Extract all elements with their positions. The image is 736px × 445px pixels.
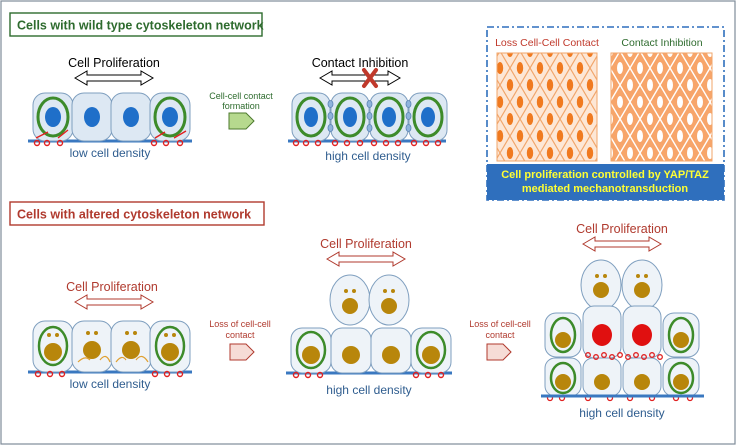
nucleus — [45, 107, 61, 127]
wt-proliferation-label: Cell Proliferation — [68, 56, 160, 70]
pentagon-arrow-icon — [229, 343, 255, 361]
inset-panel: Loss Cell-Cell Contact Contact Inhibitio… — [486, 26, 725, 201]
altered-high-density-label-1: high cell density — [326, 383, 411, 397]
nucleus — [84, 107, 100, 127]
double-arrow-icon — [74, 294, 154, 310]
focal-adhesions — [33, 129, 187, 147]
altered-transition-label-1: Loss of cell-cell — [209, 319, 271, 329]
altered-section-frame — [9, 201, 265, 226]
altered-proliferation-label-1: Cell Proliferation — [66, 280, 158, 294]
wt-section-frame — [9, 12, 263, 37]
altered-transition-1: Loss of cell-cell contact — [209, 319, 271, 361]
altered-transition-label-2: contact — [225, 330, 255, 340]
inset-caption-line1: Cell proliferation controlled by YAP/TAZ — [501, 169, 709, 181]
wt-section-heading: Cells with wild type cytoskeleton networ… — [17, 19, 264, 33]
cytoskeleton-ring — [153, 96, 187, 138]
inset-caption-line2: mediated mechanotransduction — [522, 183, 689, 195]
cytoskeleton-ring — [36, 96, 70, 138]
altered-proliferation-label-2: Cell Proliferation — [320, 237, 412, 251]
wt-high-density-cells: Contact Inhibition high cell den — [288, 56, 448, 163]
altered-transition2-label-1: Loss of cell-cell — [469, 319, 531, 329]
wt-transition-label-2: formation — [222, 101, 260, 111]
wt-high-density-label: high cell density — [325, 149, 410, 163]
pentagon-arrow-icon — [228, 112, 255, 130]
double-arrow-icon — [319, 70, 401, 86]
double-arrow-icon — [74, 70, 154, 86]
altered-low-density-cells: Cell Proliferation low cell density — [28, 280, 192, 391]
double-arrow-icon — [582, 236, 662, 252]
altered-proliferation-label-3: Cell Proliferation — [576, 222, 668, 236]
nucleus — [162, 107, 178, 127]
cell-junctions — [327, 100, 412, 132]
inset-caption-bar — [487, 164, 724, 200]
altered-high-density-cells-1: Cell Proliferation high cell density — [286, 237, 452, 397]
double-arrow-icon — [326, 251, 406, 267]
wt-proliferation-arrow: Cell Proliferation — [68, 56, 160, 86]
wt-transition-label-1: Cell-cell contact — [209, 91, 273, 101]
altered-low-density-label: low cell density — [70, 377, 151, 391]
pentagon-arrow-icon — [486, 343, 512, 361]
altered-transition-2: Loss of cell-cell contact — [469, 319, 531, 361]
altered-section-heading: Cells with altered cytoskeleton network — [17, 208, 251, 222]
wt-inhibition-label: Contact Inhibition — [312, 56, 409, 70]
inset-right-pattern — [610, 52, 713, 162]
wt-low-density-label: low cell density — [70, 146, 151, 160]
blocked-x-icon — [362, 68, 378, 88]
inset-left-title: Loss Cell-Cell Contact — [495, 37, 599, 49]
altered-high-density-label-2: high cell density — [579, 406, 664, 420]
inset-left-pattern — [496, 52, 598, 162]
nucleus — [123, 107, 139, 127]
altered-high-density-cells-2: Cell Proliferation — [541, 222, 704, 420]
wt-transition: Cell-cell contact formation — [209, 91, 273, 130]
altered-transition2-label-2: contact — [485, 330, 515, 340]
tumor-nucleus — [592, 324, 652, 346]
inset-right-title: Contact Inhibition — [621, 37, 702, 49]
wt-low-density-cells: low cell density — [28, 92, 192, 160]
